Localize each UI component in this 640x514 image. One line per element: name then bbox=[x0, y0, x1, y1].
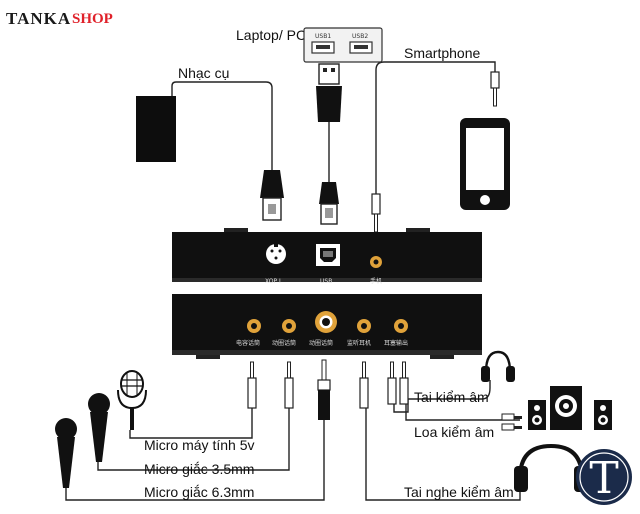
headphones-label: Tai kiểm âm bbox=[414, 389, 489, 405]
usb-a-plug bbox=[316, 63, 342, 122]
speakers-icon bbox=[528, 386, 612, 430]
rca-cable bbox=[501, 413, 522, 431]
soundcard-bottom-panel: 电容话筒 动圈话筒 动圈话筒 监听耳机 耳塞输出 bbox=[172, 294, 482, 359]
speaker-wire bbox=[405, 404, 520, 421]
xlr-port bbox=[266, 244, 286, 264]
mic63-label: Micro giắc 6.3mm bbox=[144, 484, 254, 500]
usb-port2-label: USB2 bbox=[352, 33, 368, 40]
handheld-microphone-35 bbox=[88, 393, 110, 462]
studio-headphones-icon bbox=[514, 443, 588, 492]
usb-b-plug-laptop bbox=[319, 182, 339, 225]
smartphone-plug bbox=[490, 71, 500, 107]
brand-name: TANKA bbox=[6, 9, 71, 28]
smartphone bbox=[460, 118, 510, 210]
studio-headphones-label: Tai nghe kiểm âm bbox=[404, 484, 514, 500]
studio-headphone-wire bbox=[365, 408, 521, 501]
brand-logo: TANKA SHOP bbox=[6, 9, 113, 28]
smartphone-wire bbox=[375, 61, 496, 196]
instrument-device bbox=[136, 96, 176, 162]
port-label-4: 监听耳机 bbox=[347, 339, 371, 347]
soundcard-top-panel: XOP I USB 手机 bbox=[172, 228, 482, 285]
port-label-5: 耳塞输出 bbox=[384, 339, 408, 347]
t-logo: T bbox=[576, 449, 632, 505]
pc-mic-wire bbox=[129, 408, 253, 439]
usb-b-plug-instrument bbox=[260, 170, 284, 221]
smartphone-label: Smartphone bbox=[404, 45, 480, 61]
earphones-icon bbox=[481, 350, 515, 382]
laptop-label: Laptop/ PC bbox=[236, 27, 306, 43]
pc-mic-label: Micro máy tính 5v bbox=[144, 437, 254, 453]
headphone-wire bbox=[393, 380, 491, 413]
speakers-label: Loa kiểm âm bbox=[414, 424, 494, 440]
usb-port-label: USB bbox=[320, 278, 332, 285]
port-label-1: 电容话筒 bbox=[236, 339, 260, 347]
xlr-port-label: XOP I bbox=[265, 278, 281, 285]
port-label-2: 动圈话筒 bbox=[272, 339, 296, 347]
usb-hub: USB1 USB2 bbox=[303, 27, 383, 63]
instrument-wire bbox=[171, 81, 273, 172]
logo-letter: T bbox=[589, 453, 618, 504]
brand-suffix: SHOP bbox=[72, 11, 113, 27]
instrument-label: Nhạc cụ bbox=[178, 65, 229, 81]
wires bbox=[65, 61, 521, 501]
handheld-microphone-63 bbox=[55, 418, 77, 488]
mic35-wire bbox=[97, 408, 290, 471]
phone-jack-plug bbox=[371, 193, 381, 233]
pc-microphone bbox=[117, 370, 147, 430]
usb-port1-label: USB1 bbox=[315, 33, 331, 40]
mic35-label: Micro giắc 3.5mm bbox=[144, 461, 254, 477]
port-label-3: 动圈话筒 bbox=[309, 339, 333, 347]
mic63-wire bbox=[65, 420, 325, 501]
mic-plugs bbox=[247, 359, 409, 420]
phone-port-label: 手机 bbox=[370, 277, 382, 285]
